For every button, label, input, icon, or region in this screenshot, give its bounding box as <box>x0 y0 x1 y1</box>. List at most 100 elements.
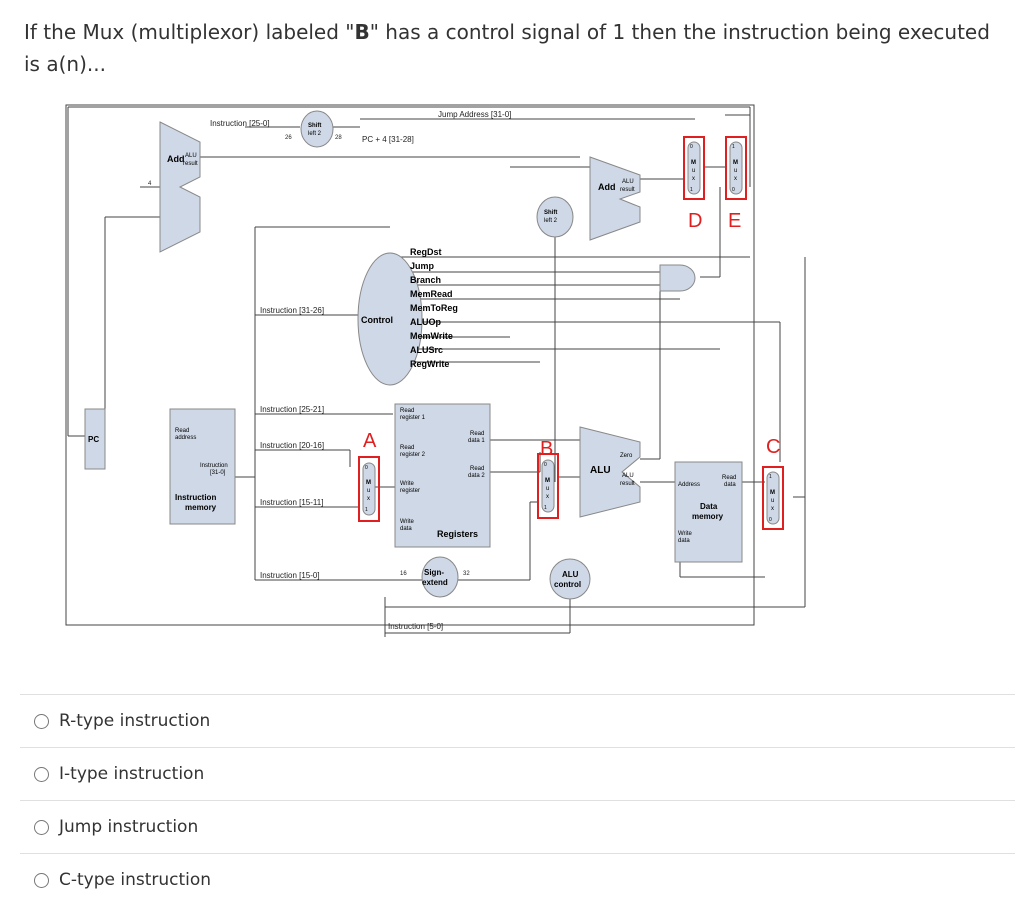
mux-e: 1 M u x 0 <box>729 141 743 195</box>
im-title-b: memory <box>185 503 217 512</box>
reg-rr1b: register 1 <box>400 415 426 421</box>
lbl-instr-20-16: Instruction [20-16] <box>260 441 324 450</box>
lbl-16: 16 <box>400 571 407 577</box>
option-r-type[interactable]: R-type instruction <box>20 694 1015 747</box>
mux-d-0: 0 <box>690 144 693 150</box>
option-c-type[interactable]: C-type instruction <box>20 853 1015 906</box>
reg-rd2b: data 2 <box>468 473 485 479</box>
reg-rd1b: data 1 <box>468 438 485 444</box>
sx-b: extend <box>422 578 448 587</box>
option-i-type[interactable]: I-type instruction <box>20 747 1015 800</box>
lbl-pc-plus-4: PC + 4 [31-28] <box>362 135 414 144</box>
alu-control-unit: ALU control <box>549 558 591 600</box>
option-label: I-type instruction <box>59 764 205 784</box>
mux-b-0: 0 <box>544 462 547 468</box>
sig-memwrite: MemWrite <box>410 331 453 341</box>
aluc-b: control <box>554 580 581 589</box>
mux-b-u: u <box>546 486 549 492</box>
data-memory: Address Read data Data memory Write data <box>674 461 743 563</box>
dm-wdb: data <box>678 538 690 544</box>
im-read-b: address <box>175 435 196 441</box>
mux-c-1: 1 <box>769 474 772 480</box>
option-label: Jump instruction <box>59 817 199 837</box>
dm-address: Address <box>678 482 700 488</box>
dm-rdb: data <box>724 482 736 488</box>
pc-register: PC <box>84 408 106 470</box>
reg-rr2a: Read <box>400 445 414 451</box>
mux-b: 0 M u x 1 <box>541 459 555 513</box>
reg-wrb: register <box>400 488 420 494</box>
annotation-boxes <box>358 136 784 530</box>
mux-a-0: 0 <box>365 465 368 471</box>
shift-left-2-upper: Shift left 2 <box>300 110 334 148</box>
mux-e-m: M <box>733 160 738 166</box>
radio-icon[interactable] <box>34 766 49 782</box>
reg-rr2b: register 2 <box>400 452 426 458</box>
lbl-instr-25-0: Instruction [25-0] <box>210 119 270 128</box>
mux-b-1: 1 <box>544 505 547 511</box>
alu-result-3b: result <box>620 481 635 487</box>
mux-a: 0 M u x 1 <box>362 462 376 516</box>
im-instr-b: [31-0] <box>210 470 226 476</box>
mux-e-1: 1 <box>732 144 735 150</box>
mux-c-0: 0 <box>769 517 772 523</box>
answer-options: R-type instruction I-type instruction Ju… <box>20 694 1015 906</box>
im-title-a: Instruction <box>175 493 216 502</box>
im-instr-a: Instruction <box>200 463 228 469</box>
reg-title: Registers <box>437 529 478 539</box>
letter-e: E <box>728 210 741 232</box>
lbl-32: 32 <box>463 571 470 577</box>
sx-a: Sign- <box>424 568 444 577</box>
mux-d-u: u <box>692 168 695 174</box>
dm-title-a: Data <box>700 502 718 511</box>
sig-memread: MemRead <box>410 289 453 299</box>
mux-b-m: M <box>545 478 550 484</box>
lbl-jump-address: Jump Address [31-0] <box>438 110 511 119</box>
mux-a-u: u <box>367 488 370 494</box>
question-bold: B <box>354 20 370 44</box>
reg-rd1a: Read <box>470 431 484 437</box>
lbl-28: 28 <box>335 135 342 141</box>
mux-e-0: 0 <box>732 187 735 193</box>
lbl-instr-15-0: Instruction [15-0] <box>260 571 320 580</box>
sig-regdst: RegDst <box>410 247 442 257</box>
letter-c: C <box>766 436 780 458</box>
mux-d-1: 1 <box>690 187 693 193</box>
wire-labels: Instruction [25-0] Jump Address [31-0] P… <box>148 110 511 631</box>
alu-label: ALU <box>590 465 611 476</box>
radio-icon[interactable] <box>34 819 49 835</box>
mux-a-1: 1 <box>365 507 368 513</box>
mux-c-x: x <box>771 506 774 512</box>
lbl-instr-31-26: Instruction [31-26] <box>260 306 324 315</box>
lbl-instr-25-21: Instruction [25-21] <box>260 405 324 414</box>
alu-result-1b: result <box>183 161 198 167</box>
radio-icon[interactable] <box>34 872 49 888</box>
aluc-a: ALU <box>562 570 579 579</box>
mux-d-m: M <box>691 160 696 166</box>
control-label: Control <box>361 315 393 325</box>
sig-regwrite: RegWrite <box>410 359 449 369</box>
reg-wdb: data <box>400 526 412 532</box>
lbl-instr-5-0: Instruction [5-0] <box>388 622 443 631</box>
instruction-memory: Read address Instruction [31-0] Instruct… <box>169 408 236 525</box>
shift-b1: Shift <box>544 210 557 216</box>
option-jump[interactable]: Jump instruction <box>20 800 1015 853</box>
alu-main: ALU Zero ALU result <box>579 426 641 518</box>
mux-e-x: x <box>734 176 737 182</box>
letter-b: B <box>540 438 553 460</box>
option-label: C-type instruction <box>59 870 212 890</box>
add-2-label: Add <box>598 182 616 192</box>
annotation-letters: A B C D E <box>363 210 780 460</box>
reg-rr1a: Read <box>400 408 414 414</box>
mux-d: 0 M u x 1 <box>687 141 701 195</box>
reg-rd2a: Read <box>470 466 484 472</box>
radio-icon[interactable] <box>34 713 49 729</box>
option-label: R-type instruction <box>59 711 211 731</box>
sig-memtoreg: MemToReg <box>410 303 458 313</box>
control-unit: Control <box>357 252 423 386</box>
lbl-26: 26 <box>285 135 292 141</box>
sig-aluop: ALUOp <box>410 317 441 327</box>
mux-c-u: u <box>771 498 774 504</box>
zero-label: Zero <box>620 453 633 459</box>
mux-c-m: M <box>770 490 775 496</box>
